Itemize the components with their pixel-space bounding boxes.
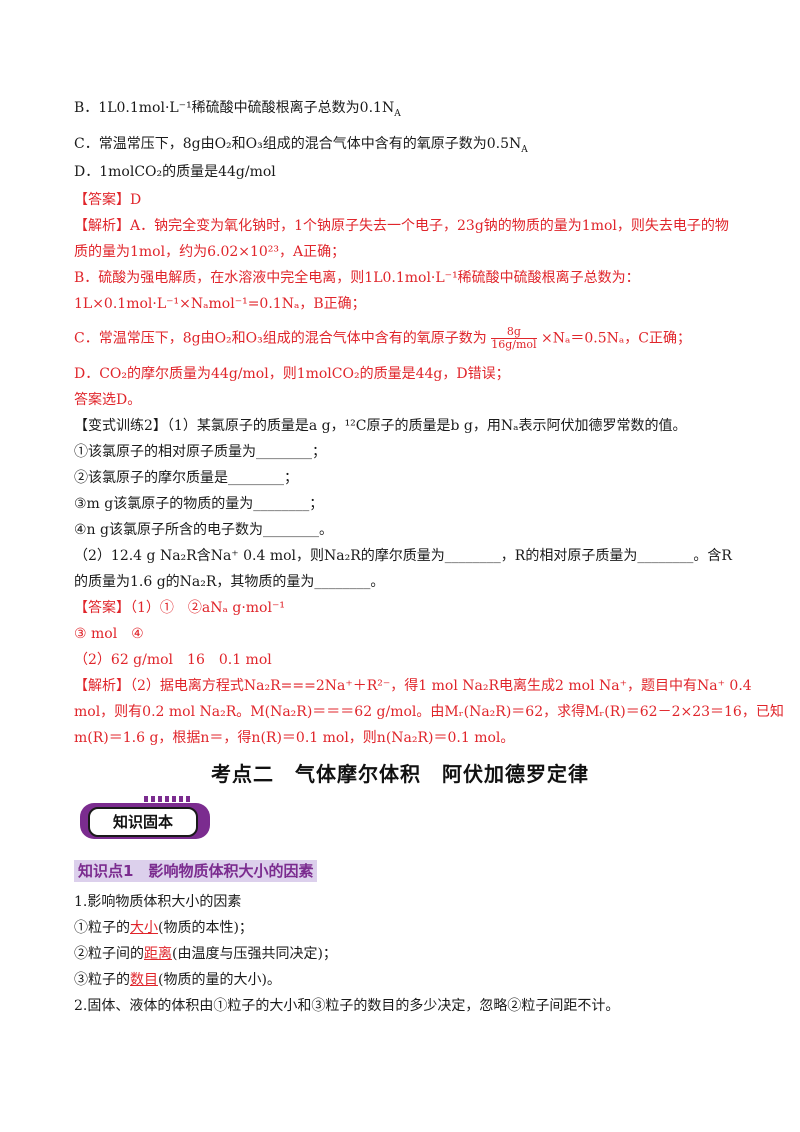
section-title: 考点二 气体摩尔体积 阿伏加德罗定律 <box>211 762 589 786</box>
keyword-distance: 距离 <box>144 946 172 962</box>
content-line3: ②粒子间的距离(由温度与压强共同决定)； <box>74 946 337 962</box>
content-line4: ③粒子的数目(物质的量的大小)。 <box>74 972 281 988</box>
answer2-line2: ③ mol ④ <box>74 626 144 642</box>
answer-choose: 答案选D。 <box>74 392 142 408</box>
answer2-analysis-line2: mol，则有0.2 mol Na₂R。M(Na₂R)＝＝＝62 g/mol。由M… <box>74 704 784 720</box>
badge-label: 知识固本 <box>88 807 198 837</box>
option-b: B．1L0.1mol·L⁻¹稀硫酸中硫酸根离子总数为0.1NA <box>74 100 401 119</box>
content-line5: 2.固体、液体的体积由①粒子的大小和③粒子的数目的多少决定，忽略②粒子间距不计。 <box>74 998 620 1014</box>
analysis-a-line1: 【解析】A．钠完全变为氧化钠时，1个钠原子失去一个电子，23g钠的物质的量为1m… <box>74 218 729 234</box>
exercise-q5-line1: （2）12.4 g Na₂R含Na⁺ 0.4 mol，则Na₂R的摩尔质量为__… <box>74 548 732 564</box>
answer2-analysis-line3: m(R)＝1.6 g，根据n＝，得n(R)＝0.1 mol，则n(Na₂R)＝0… <box>74 730 515 746</box>
exercise-head: 【变式训练2】（1）某氯原子的质量是a g，¹²C原子的质量是b g，用Nₐ表示… <box>74 418 687 434</box>
exercise-q3: ③m g该氯原子的物质的量为________； <box>74 496 324 512</box>
answer-label: 【答案】D <box>74 192 142 208</box>
keyword-size: 大小 <box>130 920 158 936</box>
analysis-d: D．CO₂的摩尔质量为44g/mol，则1molCO₂的质量是44g，D错误； <box>74 366 510 382</box>
section-badge: 知识固本 <box>80 796 210 839</box>
knowledge-point-heading: 知识点1 影响物质体积大小的因素 <box>74 860 318 882</box>
exercise-q2: ②该氯原子的摩尔质量是________； <box>74 470 298 486</box>
exercise-q1: ①该氯原子的相对原子质量为________； <box>74 444 326 460</box>
analysis-a-line2: 质的量为1mol，约为6.02×10²³，A正确； <box>74 244 346 260</box>
content-line2: ①粒子的大小(物质的本性)； <box>74 920 253 936</box>
analysis-b-line2: 1L×0.1mol·L⁻¹×Nₐmol⁻¹=0.1Nₐ，B正确； <box>74 296 366 312</box>
answer2-line1: 【答案】（1）① ②aNₐ g·mol⁻¹ <box>74 600 285 616</box>
exercise-q4: ④n g该氯原子所含的电子数为________。 <box>74 522 333 538</box>
option-c: C．常温常压下，8g由O₂和O₃组成的混合气体中含有的氧原子数为0.5NA <box>74 136 528 155</box>
answer2-analysis-line1: 【解析】（2）据电离方程式Na₂R===2Na⁺＋R²⁻，得1 mol Na₂R… <box>74 678 752 694</box>
content-line1: 1.影响物质体积大小的因素 <box>74 894 242 910</box>
exercise-q5-line2: 的质量为1.6 g的Na₂R，其物质的量为________。 <box>74 574 385 590</box>
analysis-b-line1: B．硫酸为强电解质，在水溶液中完全电离，则1L0.1mol·L⁻¹稀硫酸中硫酸根… <box>74 270 640 286</box>
option-d: D．1molCO₂的质量是44g/mol <box>74 164 276 180</box>
badge-dots-decoration <box>144 796 190 802</box>
answer2-line3: （2）62 g/mol 16 0.1 mol <box>74 652 272 668</box>
keyword-count: 数目 <box>130 972 158 988</box>
